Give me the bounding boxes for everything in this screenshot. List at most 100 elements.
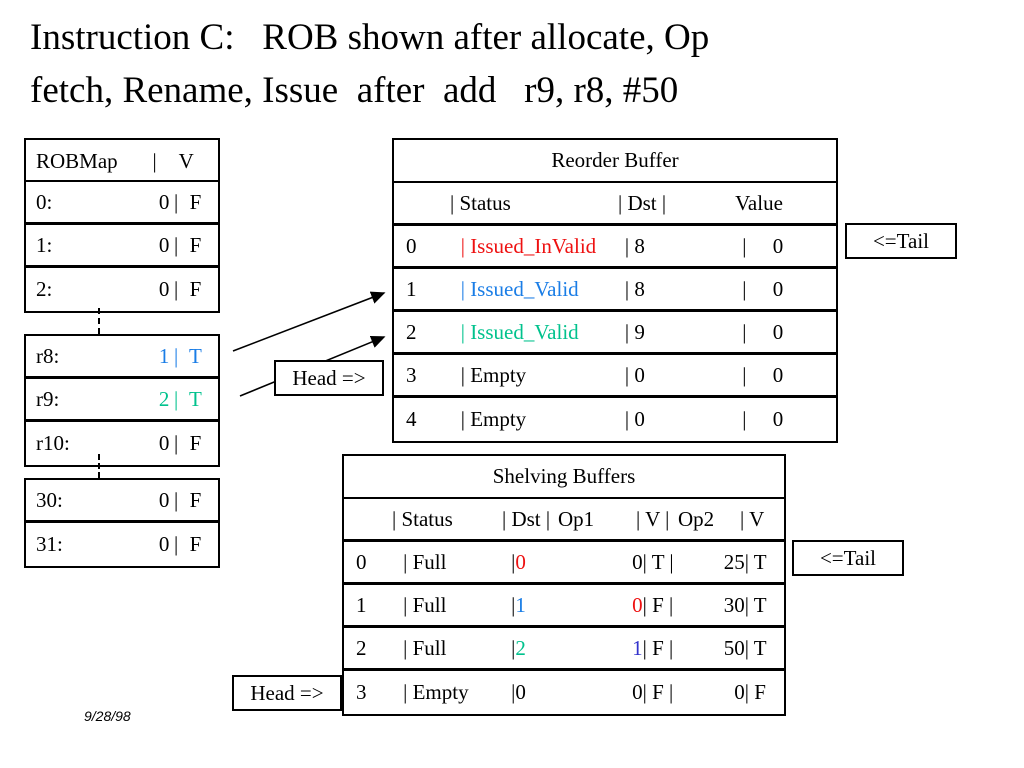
robmap-entry-name: r9: — [36, 386, 60, 411]
rob-entry-index: 1 — [406, 276, 417, 301]
sb-entry-dst: |2 — [511, 636, 566, 661]
rob-tail-callout[interactable]: <=Tail — [845, 223, 957, 259]
robmap-entry-separator: | — [174, 532, 179, 556]
shelving-head-callout[interactable]: Head => — [232, 675, 342, 711]
sb-entry-op2: 30 — [723, 592, 745, 617]
robmap-label: ROBMap — [36, 149, 118, 173]
sb-entry-op2: 0 — [734, 680, 745, 704]
sb-op1-number: 0 — [632, 549, 643, 574]
table-row[interactable]: 1 | Full |1 0 | F | 30 | T — [344, 585, 784, 628]
rob-value-number: 0 — [772, 276, 784, 301]
arrow-to-rob-entry-1 — [232, 291, 386, 352]
rob-value-number: 0 — [772, 407, 784, 431]
robmap-entry-value: 1 — [158, 343, 170, 368]
rob-entry-value: | 0 — [689, 320, 836, 345]
table-row[interactable]: 1 | Issued_Valid | 8 | 0 — [394, 269, 836, 312]
robmap-entry-name: 30: — [36, 487, 63, 512]
rob-head-callout[interactable]: Head => — [274, 360, 384, 396]
sb-entry-v1: | F | — [642, 680, 674, 704]
slide-title: Instruction C: ROB shown after allocate,… — [30, 17, 710, 111]
sb-entry-op2: 25 — [723, 549, 745, 574]
robmap-entry-separator: | — [174, 386, 179, 411]
table-row[interactable]: 2: 0 | F — [26, 268, 218, 311]
sb-header-op1: Op1 — [558, 506, 595, 531]
rob-entry-index: 3 — [406, 362, 417, 387]
sb-header-v2: | V — [740, 506, 765, 531]
robmap-entry-separator: | — [174, 189, 179, 214]
robmap-entry-name: r8: — [36, 343, 60, 368]
robmap-entry-name: 31: — [36, 532, 63, 556]
robmap-entry-value: 0 — [158, 431, 170, 455]
rob-entry-dst: | 0 — [624, 362, 645, 387]
robmap-entry-name: 0: — [36, 189, 53, 214]
rob-entry-dst: | 0 — [624, 407, 645, 431]
table-row[interactable]: 0 | Issued_InValid | 8 | 0 — [394, 226, 836, 269]
table-row[interactable]: 30: 0 | F — [26, 480, 218, 523]
rob-entry-index: 2 — [406, 319, 417, 344]
robmap-caption-separator: | — [152, 149, 157, 173]
shelving-buffers-table: Shelving Buffers | Status | Dst | Op1 | … — [342, 454, 786, 716]
robmap-entry-valid: F — [189, 487, 202, 512]
rob-entry-dst: | 8 — [624, 233, 645, 258]
rob-value-separator: | — [742, 233, 747, 258]
robmap-ellipsis-connector-upper — [98, 308, 100, 334]
robmap-entry-valid: F — [189, 532, 202, 556]
robmap-entry-value: 0 — [158, 487, 170, 512]
sb-entry-v2: | T — [744, 592, 767, 617]
rob-entry-status: | Issued_InValid — [460, 233, 597, 258]
table-row[interactable]: r10: 0 | F — [26, 422, 218, 465]
sb-dst-separator: | — [511, 635, 516, 660]
table-row[interactable]: 2 | Issued_Valid | 9 | 0 — [394, 312, 836, 355]
sb-dst-separator: | — [511, 680, 516, 704]
sb-header-op2: Op2 — [678, 506, 715, 531]
robmap-entry-valid: T — [189, 386, 202, 411]
sb-header-dst: | Dst | — [502, 506, 551, 531]
robmap-entry-valid: T — [189, 343, 202, 368]
sb-entry-status: | Full — [403, 592, 447, 617]
rob-value-separator: | — [742, 362, 747, 387]
robmap-entry-value: 2 — [158, 386, 170, 411]
rob-value-separator: | — [742, 319, 747, 344]
robmap-entry-valid: F — [189, 431, 202, 455]
rob-header-status: | Status — [450, 190, 511, 215]
robmap-group-high: 30: 0 | F 31: 0 | F — [24, 478, 220, 568]
sb-dst-number: 1 — [515, 592, 526, 617]
table-row[interactable]: r8: 1 | T — [26, 336, 218, 379]
sb-entry-dst: |0 — [511, 550, 566, 575]
sb-dst-separator: | — [511, 549, 516, 574]
table-row[interactable]: 4 | Empty | 0 | 0 — [394, 398, 836, 441]
table-row[interactable]: 2 | Full |2 1 | F | 50 | T — [344, 628, 784, 671]
table-row[interactable]: 0 | Full |0 0 | T | 25 | T — [344, 542, 784, 585]
sb-entry-index: 2 — [356, 635, 367, 660]
robmap-entry-value: 0 — [158, 232, 170, 257]
table-row[interactable]: 3 | Empty |0 0 | F | 0 | F — [344, 671, 784, 714]
sb-entry-index: 3 — [356, 680, 367, 704]
reorder-buffer-header-row: | Status | Dst | Value — [394, 183, 836, 226]
rob-value-number: 0 — [772, 233, 784, 258]
table-row[interactable]: 0: 0 | F — [26, 182, 218, 225]
table-row[interactable]: 3 | Empty | 0 | 0 — [394, 355, 836, 398]
rob-value-number: 0 — [772, 362, 784, 387]
rob-header-dst: | Dst | — [618, 190, 667, 215]
shelving-buffers-caption: Shelving Buffers — [344, 456, 784, 499]
rob-header-value: Value — [735, 190, 783, 215]
sb-op1-number: 0 — [632, 592, 643, 617]
robmap-group-low: 0: 0 | F 1: 0 | F 2: 0 | F — [24, 180, 220, 313]
rob-entry-dst: | 8 — [624, 276, 645, 301]
robmap-group-registers: r8: 1 | T r9: 2 | T r10: 0 | F — [24, 334, 220, 467]
shelving-tail-callout[interactable]: <=Tail — [792, 540, 904, 576]
robmap-entry-valid: F — [189, 232, 202, 257]
sb-entry-v1: | F | — [642, 592, 674, 617]
rob-value-number: 0 — [772, 319, 784, 344]
robmap-entry-valid: F — [189, 189, 202, 214]
rob-entry-dst: | 9 — [624, 319, 645, 344]
table-row[interactable]: r9: 2 | T — [26, 379, 218, 422]
sb-entry-v2: | T — [744, 635, 767, 660]
sb-entry-v2: | T — [744, 549, 767, 574]
sb-entry-op1: 0 — [566, 680, 643, 705]
sb-entry-v1: | F | — [642, 635, 674, 660]
table-row[interactable]: 31: 0 | F — [26, 523, 218, 566]
shelving-header-row: | Status | Dst | Op1 | V | Op2 | V — [344, 499, 784, 542]
table-row[interactable]: 1: 0 | F — [26, 225, 218, 268]
sb-entry-op2: 50 — [723, 635, 745, 660]
